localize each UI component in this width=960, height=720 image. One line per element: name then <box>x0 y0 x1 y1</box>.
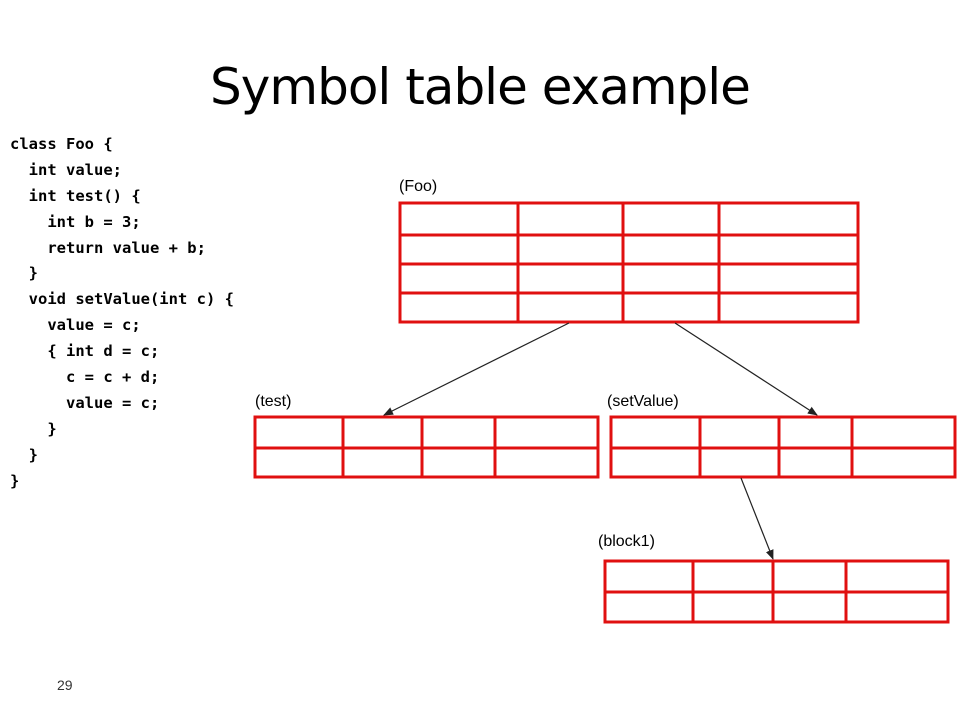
test-table-label: (test) <box>255 393 292 410</box>
code-line: c = c + d; <box>10 368 160 387</box>
code-line: int value; <box>10 160 122 179</box>
foo-table-label: (Foo) <box>399 178 438 195</box>
code-line: value = c; <box>10 393 160 412</box>
code-line: } <box>10 471 20 490</box>
code-listing: class Foo { int value; int test() { int … <box>10 132 234 494</box>
code-line: } <box>10 419 57 438</box>
slide-title: Symbol table example <box>210 58 751 116</box>
setvalue-table-label: (setValue) <box>607 393 679 410</box>
code-line: int b = 3; <box>10 212 141 231</box>
setvalue-table <box>609 415 957 479</box>
slide-number: 29 <box>57 677 73 693</box>
code-line: { int d = c; <box>10 342 160 361</box>
code-line: class Foo { <box>10 135 113 153</box>
test-table <box>253 415 600 479</box>
arrow-foo-to-setvalue <box>674 322 818 416</box>
code-line: int test() { <box>10 186 141 205</box>
code-line: return value + b; <box>10 238 206 257</box>
arrow-foo-to-test <box>383 322 570 416</box>
block1-table <box>603 559 950 624</box>
code-line: void setValue(int c) { <box>10 290 234 309</box>
code-line: value = c; <box>10 316 141 335</box>
foo-table <box>398 201 860 324</box>
code-line: } <box>10 264 38 283</box>
code-line: } <box>10 445 38 464</box>
arrow-setvalue-to-block1 <box>740 477 774 560</box>
block1-table-label: (block1) <box>598 533 655 550</box>
